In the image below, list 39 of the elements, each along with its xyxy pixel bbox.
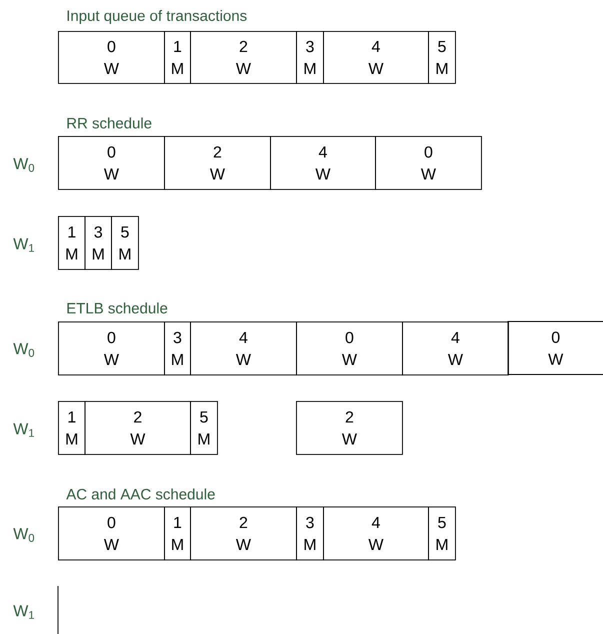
- schedule-cell: 1 M: [164, 31, 191, 84]
- schedule-cell: 5 M: [428, 506, 456, 560]
- row-label: W$_{1}$: [13, 238, 34, 252]
- schedule-cell: 0 W: [58, 322, 165, 376]
- schedule-cell: 0 W: [58, 31, 165, 84]
- section-heading: AC and AAC schedule: [66, 488, 215, 500]
- schedule-cell: 0 W: [296, 322, 403, 376]
- schedule-cell: 4 W: [402, 322, 509, 376]
- schedule-cell: 5 M: [190, 401, 218, 455]
- schedule-cell: 2 W: [164, 136, 271, 190]
- schedule-cell: 2 W: [296, 401, 403, 455]
- schedule-cell: 4 W: [323, 506, 429, 560]
- row-label: W$_{1}$: [13, 605, 34, 619]
- schedule-cell: 1 M: [164, 506, 191, 560]
- schedule-cell: 3 M: [84, 216, 112, 270]
- schedule-cell: 1 M: [58, 216, 86, 270]
- section-heading: RR schedule: [67, 118, 152, 128]
- schedule-cell: 0 W: [58, 506, 165, 560]
- schedule-cell: 4 W: [323, 31, 429, 84]
- schedule-cell: 5 M: [428, 31, 456, 84]
- section-heading: Input queue of transactions: [68, 10, 247, 24]
- schedule-cell: 5 M: [111, 216, 139, 270]
- schedule-cell: 2 W: [190, 31, 297, 84]
- row-label: W$_{0}$: [13, 343, 34, 357]
- section-heading: ETLB schedule: [67, 302, 168, 314]
- schedule-cell: 1 M: [58, 401, 86, 455]
- schedule-cell: 0 W: [58, 136, 165, 190]
- schedule-cell: 2 W: [190, 506, 297, 560]
- schedule-cell: 3 M: [164, 322, 191, 376]
- schedule-cell: 0 W: [508, 321, 603, 375]
- schedule-cell: 4 W: [190, 322, 297, 376]
- schedule-cell: 3 M: [296, 31, 324, 84]
- row-label: W$_{1}$: [13, 423, 34, 437]
- schedule-cell: 3 M: [296, 506, 324, 560]
- row-label: W$_{0}$: [13, 158, 34, 172]
- schedule-cell: 2 W: [84, 401, 191, 455]
- schedule-cell: 4 W: [270, 136, 376, 190]
- row-label: W$_{0}$: [13, 528, 34, 542]
- schedule-cell: 0 W: [375, 136, 482, 190]
